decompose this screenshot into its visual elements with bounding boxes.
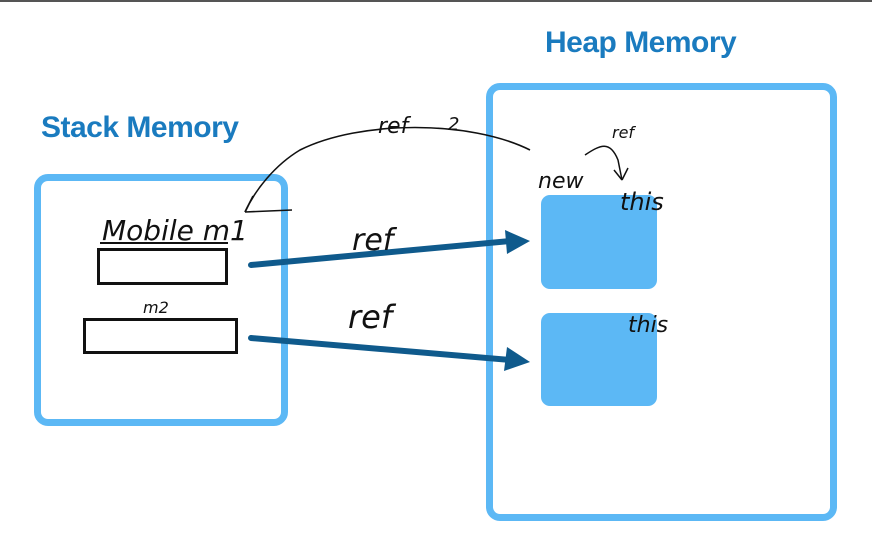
heap-object-1 — [541, 195, 657, 289]
heap-memory-panel — [486, 83, 837, 521]
object1-this-label: this — [620, 188, 664, 216]
arrow2-ref-label: ref — [348, 298, 397, 336]
object2-this-label: this — [628, 313, 668, 338]
heap-object-2 — [541, 313, 657, 406]
heap-memory-title: Heap Memory — [545, 26, 737, 59]
curve-suffix-label: 2 — [448, 114, 459, 135]
arrow1-ref-label: ref — [352, 223, 398, 258]
small-arrowhead-icon — [613, 167, 629, 181]
small-ref-label: ref — [612, 123, 636, 142]
stack-slot-m2 — [83, 318, 238, 354]
var-label-m2: m2 — [143, 298, 169, 317]
top-border — [0, 0, 872, 2]
new-keyword-label: new — [538, 169, 584, 194]
stack-memory-panel — [34, 174, 288, 426]
back-reference-curve — [244, 126, 531, 213]
stack-memory-title: Stack Memory — [41, 111, 239, 144]
stack-slot-m1 — [97, 248, 228, 285]
ref-arrow-1 — [248, 230, 530, 268]
var-label-m1: Mobile m1 — [102, 214, 248, 247]
arrowhead-icon — [504, 347, 530, 371]
arrowhead-icon — [505, 230, 530, 254]
new-to-this-arrow — [584, 145, 623, 181]
curve-ref-label: ref — [378, 114, 412, 139]
curve-arrowhead-icon — [244, 195, 293, 213]
ref-arrow-2 — [248, 335, 530, 371]
